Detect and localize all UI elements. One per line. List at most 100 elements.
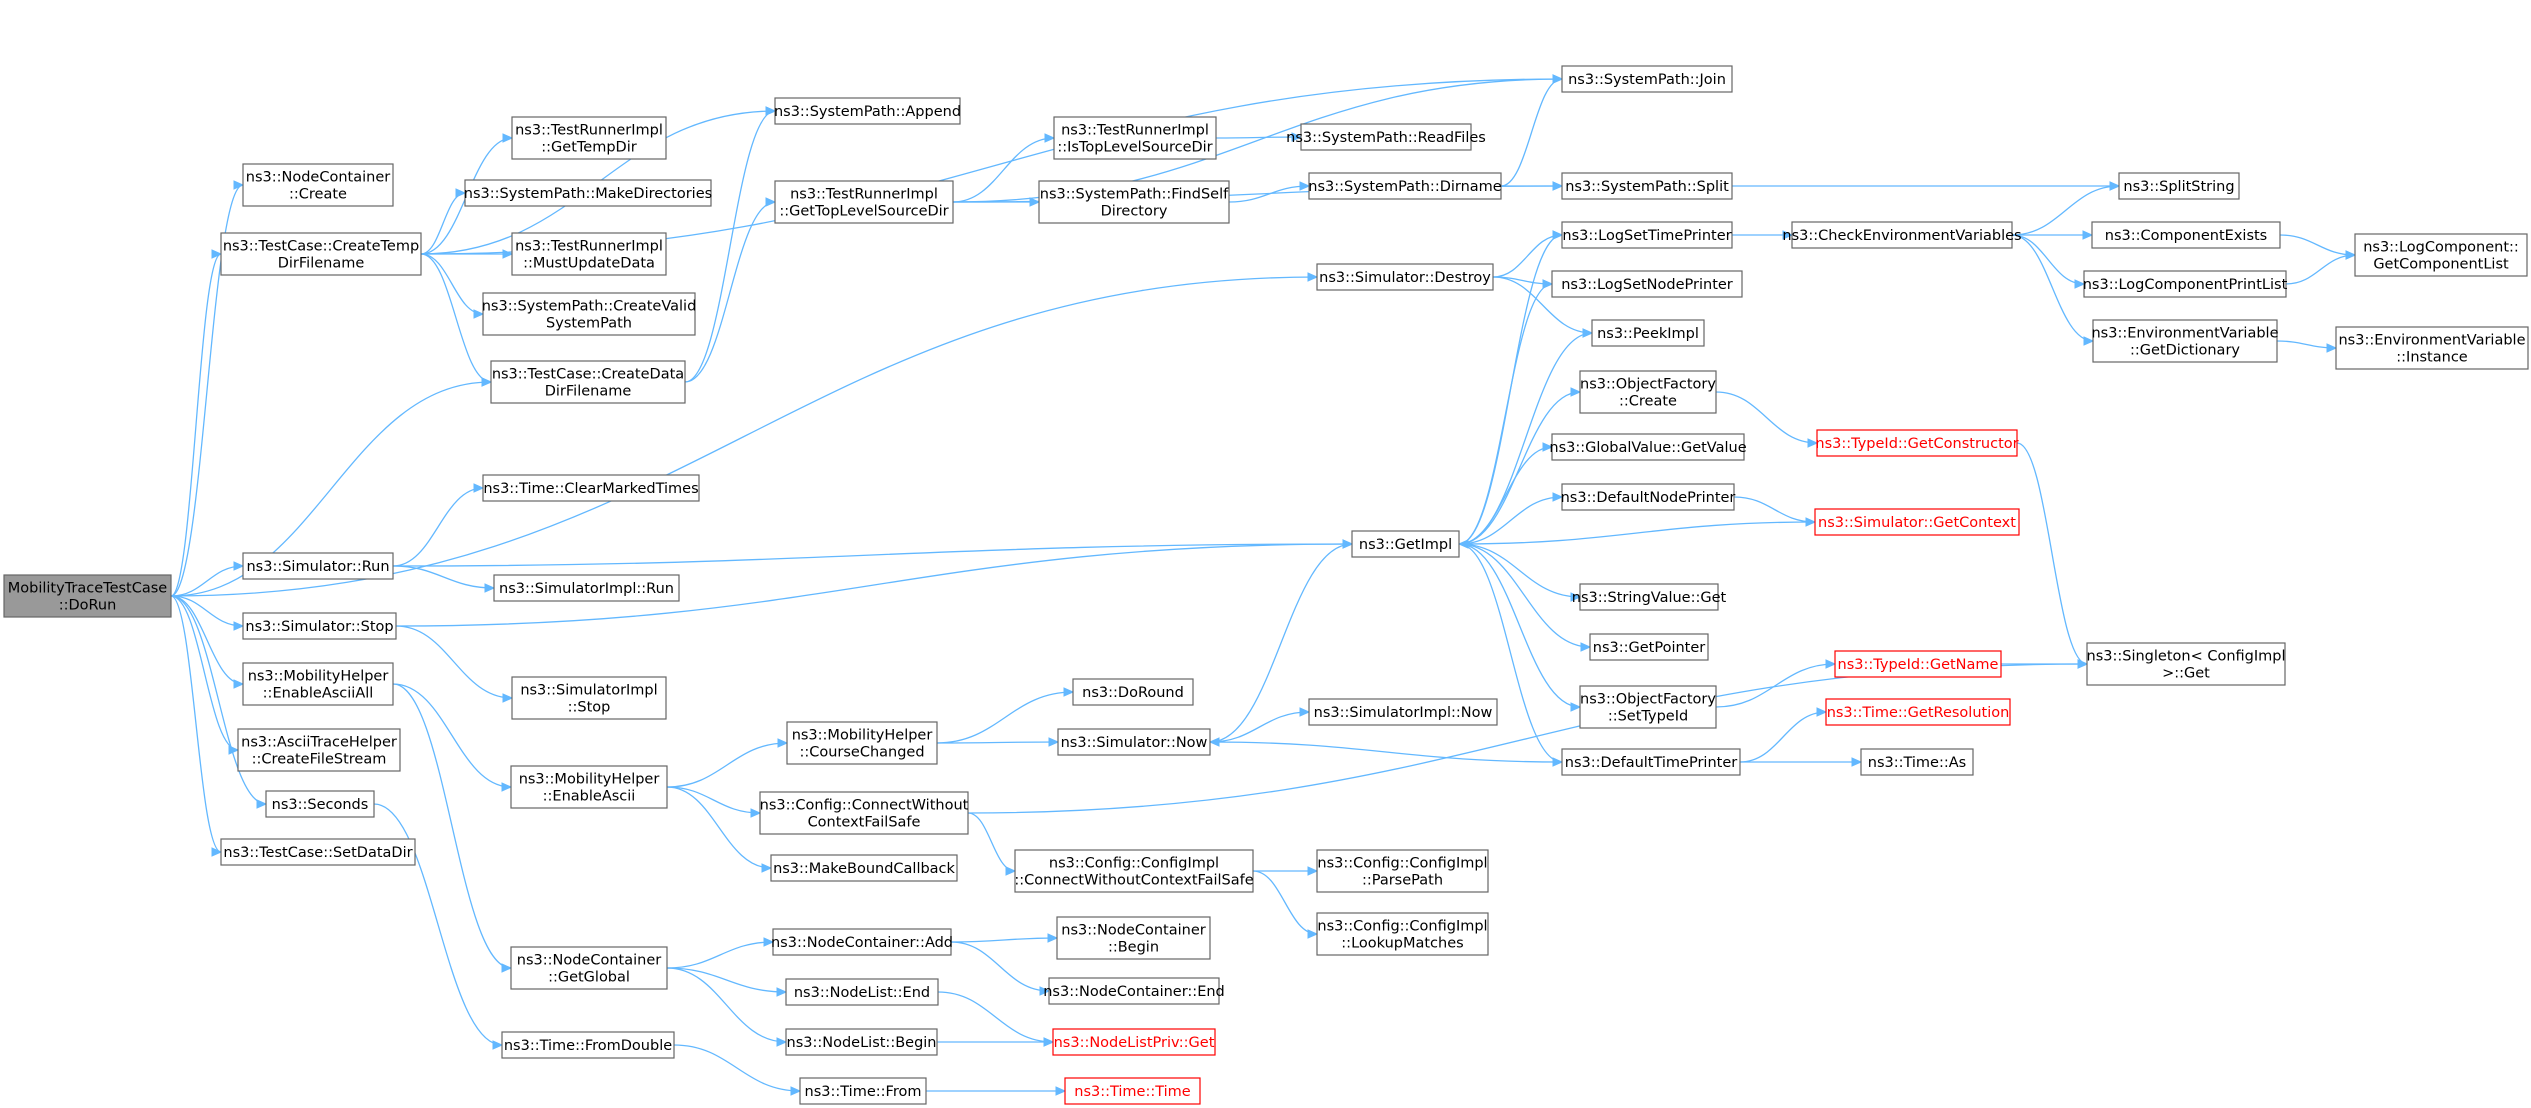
node-box[interactable] bbox=[265, 790, 375, 818]
node-tc-sdd[interactable]: ns3::TestCase::SetDataDir bbox=[220, 838, 416, 866]
node-sim-stop[interactable]: ns3::Simulator::Stop bbox=[242, 612, 397, 640]
node-singleton-get[interactable]: ns3::Singleton< ConfigImpl>::Get bbox=[2086, 642, 2286, 686]
node-box[interactable] bbox=[511, 232, 667, 276]
node-cfgimpl-lm[interactable]: ns3::Config::ConfigImpl::LookupMatches bbox=[1316, 912, 1489, 956]
node-tri-gtlsd[interactable]: ns3::TestRunnerImpl::GetTopLevelSourceDi… bbox=[774, 180, 954, 224]
node-box[interactable] bbox=[511, 676, 667, 720]
node-lc-gcl[interactable]: ns3::LogComponent::GetComponentList bbox=[2354, 233, 2528, 277]
node-sim-destroy[interactable]: ns3::Simulator::Destroy bbox=[1316, 263, 1494, 291]
node-box[interactable] bbox=[2083, 270, 2287, 298]
node-mh-cc[interactable]: ns3::MobilityHelper::CourseChanged bbox=[786, 721, 938, 765]
node-sim-now[interactable]: ns3::Simulator::Now bbox=[1057, 728, 1211, 756]
node-dtp[interactable]: ns3::DefaultTimePrinter bbox=[1561, 748, 1741, 776]
node-box[interactable] bbox=[242, 612, 397, 640]
node-mh-eaa[interactable]: ns3::MobilityHelper::EnableAsciiAll bbox=[242, 662, 394, 706]
node-box[interactable] bbox=[2092, 319, 2278, 363]
node-box[interactable] bbox=[759, 791, 969, 835]
node-box[interactable] bbox=[1791, 221, 2013, 249]
node-getpointer[interactable]: ns3::GetPointer bbox=[1589, 633, 1709, 661]
node-cfgimpl-cwcfs[interactable]: ns3::Config::ConfigImpl::ConnectWithoutC… bbox=[1014, 849, 1254, 893]
node-ev-gd[interactable]: ns3::EnvironmentVariable::GetDictionary bbox=[2091, 319, 2279, 363]
node-box[interactable] bbox=[1579, 370, 1717, 414]
node-box[interactable] bbox=[3, 574, 172, 618]
node-box[interactable] bbox=[1814, 508, 2020, 536]
node-ev-inst[interactable]: ns3::EnvironmentVariable::Instance bbox=[2335, 326, 2529, 370]
node-lcpl[interactable]: ns3::LogComponentPrintList bbox=[2083, 270, 2288, 298]
node-sp-append[interactable]: ns3::SystemPath::Append bbox=[774, 97, 961, 125]
node-nc-create[interactable]: ns3::NodeContainer::Create bbox=[242, 163, 394, 207]
node-of-sti[interactable]: ns3::ObjectFactory::SetTypeId bbox=[1579, 685, 1717, 729]
node-gv-gv[interactable]: ns3::GlobalValue::GetValue bbox=[1549, 433, 1747, 461]
node-sp-md[interactable]: ns3::SystemPath::MakeDirectories bbox=[464, 179, 712, 207]
node-box[interactable] bbox=[510, 765, 668, 809]
node-box[interactable] bbox=[1056, 916, 1211, 960]
node-box[interactable] bbox=[511, 116, 667, 160]
node-box[interactable] bbox=[786, 721, 938, 765]
node-tid-gc[interactable]: ns3::TypeId::GetConstructor bbox=[1815, 429, 2019, 457]
node-box[interactable] bbox=[242, 163, 394, 207]
node-box[interactable] bbox=[482, 292, 696, 336]
node-nl-begin[interactable]: ns3::NodeList::Begin bbox=[785, 1028, 938, 1056]
node-box[interactable] bbox=[220, 838, 416, 866]
node-tri-itlsd[interactable]: ns3::TestRunnerImpl::IsTopLevelSourceDir bbox=[1053, 116, 1217, 160]
node-mh-ea[interactable]: ns3::MobilityHelper::EnableAscii bbox=[510, 765, 668, 809]
node-box[interactable] bbox=[2086, 642, 2286, 686]
node-box[interactable] bbox=[1072, 678, 1194, 706]
node-box[interactable] bbox=[772, 928, 952, 956]
node-seconds[interactable]: ns3::Seconds bbox=[265, 790, 375, 818]
node-compexists[interactable]: ns3::ComponentExists bbox=[2091, 221, 2281, 249]
node-time-gr[interactable]: ns3::Time::GetResolution bbox=[1825, 698, 2011, 726]
node-box[interactable] bbox=[799, 1077, 927, 1105]
node-box[interactable] bbox=[785, 978, 939, 1006]
node-time-fd[interactable]: ns3::Time::FromDouble bbox=[501, 1031, 675, 1059]
node-box[interactable] bbox=[2091, 221, 2281, 249]
node-box[interactable] bbox=[1057, 728, 1211, 756]
node-box[interactable] bbox=[1551, 270, 1743, 298]
node-box[interactable] bbox=[220, 232, 422, 276]
node-dnp[interactable]: ns3::DefaultNodePrinter bbox=[1561, 483, 1736, 511]
node-box[interactable] bbox=[785, 1028, 938, 1056]
node-box[interactable] bbox=[237, 728, 401, 772]
node-box[interactable] bbox=[1351, 530, 1460, 558]
node-sp-dirname[interactable]: ns3::SystemPath::Dirname bbox=[1308, 172, 1502, 200]
node-box[interactable] bbox=[1052, 1028, 1216, 1056]
node-box[interactable] bbox=[242, 552, 394, 580]
node-splitstring[interactable]: ns3::SplitString bbox=[2118, 172, 2240, 200]
node-box[interactable] bbox=[1816, 429, 2018, 457]
node-box[interactable] bbox=[1561, 483, 1735, 511]
node-sim-gc[interactable]: ns3::Simulator::GetContext bbox=[1814, 508, 2020, 536]
node-box[interactable] bbox=[2335, 326, 2529, 370]
node-box[interactable] bbox=[1591, 319, 1705, 347]
node-box[interactable] bbox=[501, 1031, 675, 1059]
node-of-create[interactable]: ns3::ObjectFactory::Create bbox=[1579, 370, 1717, 414]
node-do-round[interactable]: ns3::DoRound bbox=[1072, 678, 1194, 706]
node-box[interactable] bbox=[242, 662, 394, 706]
node-cfg-cwcfs[interactable]: ns3::Config::ConnectWithoutContextFailSa… bbox=[759, 791, 969, 835]
node-sp-join[interactable]: ns3::SystemPath::Join bbox=[1561, 65, 1733, 93]
node-box[interactable] bbox=[1316, 263, 1494, 291]
node-box[interactable] bbox=[1551, 433, 1745, 461]
node-lsnp[interactable]: ns3::LogSetNodePrinter bbox=[1551, 270, 1743, 298]
node-box[interactable] bbox=[1561, 172, 1733, 200]
node-box[interactable] bbox=[482, 474, 700, 502]
node-tri-mud[interactable]: ns3::TestRunnerImpl::MustUpdateData bbox=[511, 232, 667, 276]
node-box[interactable] bbox=[1825, 698, 2011, 726]
node-time-time[interactable]: ns3::Time::Time bbox=[1064, 1077, 1201, 1105]
node-time-as[interactable]: ns3::Time::As bbox=[1860, 748, 1974, 776]
node-time-from[interactable]: ns3::Time::From bbox=[799, 1077, 927, 1105]
node-box[interactable] bbox=[774, 180, 954, 224]
node-box[interactable] bbox=[1834, 650, 2002, 678]
node-root[interactable]: MobilityTraceTestCase::DoRun bbox=[3, 574, 172, 618]
node-simimpl-run[interactable]: ns3::SimulatorImpl::Run bbox=[493, 574, 680, 602]
node-box[interactable] bbox=[490, 360, 686, 404]
node-sim-run[interactable]: ns3::Simulator::Run bbox=[242, 552, 394, 580]
node-peekimpl[interactable]: ns3::PeekImpl bbox=[1591, 319, 1705, 347]
node-nc-end[interactable]: ns3::NodeContainer::End bbox=[1043, 977, 1225, 1005]
node-nc-gg[interactable]: ns3::NodeContainer::GetGlobal bbox=[510, 946, 668, 990]
node-nc-add[interactable]: ns3::NodeContainer::Add bbox=[771, 928, 953, 956]
node-box[interactable] bbox=[1048, 977, 1220, 1005]
node-box[interactable] bbox=[2118, 172, 2240, 200]
